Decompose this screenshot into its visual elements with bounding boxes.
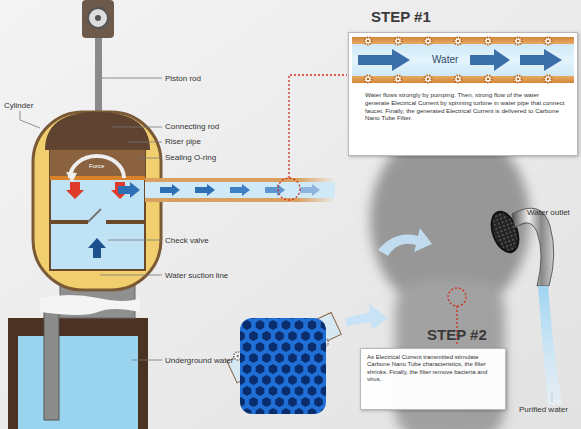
underground (44, 300, 59, 420)
check-valve (88, 209, 101, 222)
step-heading: STEP #2 (427, 326, 487, 343)
leader-lines (108, 240, 162, 241)
leader-lines (102, 78, 162, 79)
leader-lines (112, 127, 162, 128)
cylinder (50, 220, 88, 224)
flow-arrow (88, 238, 106, 258)
cylinder (66, 172, 77, 183)
flow-arrows (378, 228, 432, 256)
outlet-pipe (145, 182, 335, 198)
sealing-o-ring (50, 176, 145, 180)
part-label: Cylinder (4, 101, 33, 110)
piston-assembly (95, 38, 102, 116)
piston-assembly (95, 15, 101, 21)
part-label: Water outlet (527, 208, 570, 217)
piston-assembly (82, 0, 114, 38)
underground (8, 318, 148, 429)
part-label: Purified water (519, 405, 568, 414)
part-label: Connecting rod (165, 122, 219, 131)
outlet-pipe (265, 184, 285, 196)
step-box: STEP #1Water flows strongly by pumping. … (348, 32, 578, 156)
part-label: Piston rod (165, 74, 201, 83)
outlet-pipe (145, 178, 335, 202)
force-arrow (66, 182, 84, 199)
cylinder (45, 112, 150, 150)
part-label: Underground water (165, 356, 233, 365)
piston-assembly (82, 0, 114, 116)
step-description: Water flows strongly by pumping. Then, s… (365, 91, 565, 122)
hex-mesh (240, 318, 326, 414)
outlet-pipe (160, 184, 180, 196)
underground (8, 300, 148, 429)
step-description: As Electrical Current transmitted stimul… (367, 354, 501, 384)
leader-lines (140, 158, 162, 159)
part-label: Force (89, 163, 104, 169)
purified-stream (538, 286, 562, 405)
outlet-pipe (145, 178, 335, 202)
cylinder (106, 220, 145, 224)
part-label: Check valve (165, 236, 209, 245)
water-pipe-band: Water (352, 37, 574, 83)
cylinder (50, 150, 145, 176)
part-label: Riser pipe (165, 137, 201, 146)
piston-assembly (88, 8, 108, 28)
flow-label: Water (432, 54, 458, 65)
underground (18, 336, 138, 429)
leader-lines (20, 111, 40, 128)
leader-lines (100, 275, 162, 276)
leader-lines (128, 142, 162, 143)
outlet-pipe (300, 184, 320, 196)
hex-mesh (240, 318, 326, 414)
flow-arrows (345, 304, 388, 330)
connecting-rod (70, 156, 124, 178)
red-callout (289, 75, 347, 178)
pipe-break (40, 295, 140, 315)
part-label: Water suction line (165, 271, 228, 280)
flow-arrow (118, 182, 140, 198)
part-label: Sealing O-ring (165, 153, 216, 162)
step-box: STEP #2As Electrical Current transmitted… (360, 348, 506, 410)
step-heading: STEP #1 (371, 8, 431, 25)
outlet-pipe (230, 184, 250, 196)
leader-lines (132, 360, 162, 361)
flow-arrows (345, 228, 432, 330)
cylinder (33, 112, 161, 290)
outlet-pipe (195, 184, 215, 196)
cylinder (33, 112, 161, 290)
filter-and-faucet (512, 208, 554, 286)
cylinder (50, 150, 145, 270)
red-callout (278, 178, 300, 200)
red-callout (448, 288, 466, 306)
